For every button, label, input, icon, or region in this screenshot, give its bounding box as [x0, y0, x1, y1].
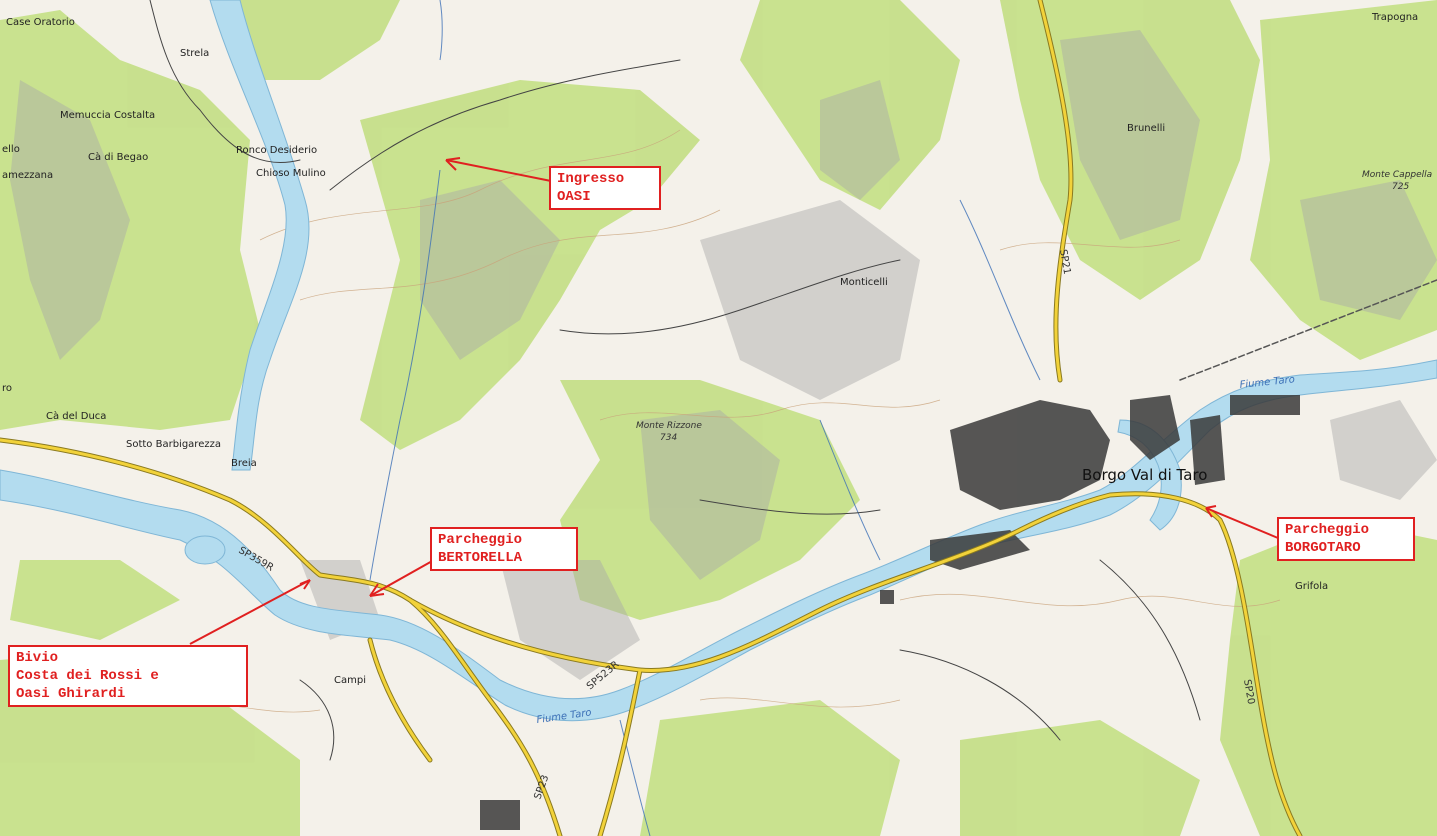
callout-line: Ingresso [557, 171, 625, 187]
arrow-bertorella [369, 559, 435, 597]
place-label: amezzana [2, 170, 53, 181]
arrow-bivio [189, 579, 311, 645]
place-label: Cà del Duca [46, 410, 106, 422]
streams [369, 0, 1041, 836]
arrow-borgotaro [1205, 507, 1279, 539]
place-labels: Case Oratorio Strela Memuccia Costalta e… [2, 12, 1418, 686]
callout-line: OASI [557, 189, 591, 205]
place-label: Case Oratorio [6, 17, 75, 28]
town-label: Borgo Val di Taro [1082, 466, 1207, 484]
callout-line: Bivio [16, 650, 59, 666]
contour-lines [119, 129, 1281, 713]
place-label: Breia [231, 458, 257, 469]
peak-elevation: 725 [1392, 182, 1409, 192]
place-label: ro [2, 383, 12, 394]
hillshade [10, 30, 1437, 680]
place-label: Campi [334, 675, 366, 686]
callout-line: BORGOTARO [1285, 540, 1361, 556]
peak-labels: Monte Rizzone 734 Monte Cappella 725 [636, 170, 1432, 443]
peak-name: Monte Rizzone [636, 421, 702, 431]
callout-bivio: Bivio Costa dei Rossi e Oasi Ghirardi [8, 645, 248, 707]
peak-name: Monte Cappella [1362, 170, 1432, 180]
callout-ingresso-oasi: Ingresso OASI [549, 166, 661, 210]
railway [1179, 279, 1437, 381]
callout-line: Parcheggio [438, 532, 523, 548]
callout-parcheggio-bertorella: Parcheggio BERTORELLA [430, 527, 578, 571]
arrow-oasi [445, 159, 557, 183]
place-label: Memuccia Costalta [60, 110, 155, 121]
callout-line: Parcheggio [1285, 522, 1370, 538]
place-label: Brunelli [1127, 123, 1165, 134]
place-label: Monticelli [840, 277, 888, 288]
lake [184, 535, 226, 565]
place-label: ello [2, 144, 20, 155]
road-label: SP21 [1057, 249, 1072, 276]
place-label: Cà di Begao [88, 151, 148, 163]
place-label: Trapogna [1371, 12, 1418, 23]
place-label: Grifola [1295, 581, 1328, 592]
road-label: SP20 [1241, 679, 1256, 706]
callout-line: BERTORELLA [438, 550, 523, 566]
callout-parcheggio-borgotaro: Parcheggio BORGOTARO [1277, 517, 1415, 561]
place-label: Chioso Mulino [256, 168, 326, 179]
callout-arrows [189, 157, 1279, 645]
place-label: Ronco Desiderio [236, 145, 317, 156]
river-upper [209, 0, 310, 471]
callout-line: Oasi Ghirardi [16, 686, 126, 702]
place-label: Strela [180, 48, 209, 59]
place-label: Sotto Barbigarezza [126, 439, 221, 450]
callout-line: Costa dei Rossi e [16, 668, 159, 684]
peak-elevation: 734 [660, 433, 677, 443]
